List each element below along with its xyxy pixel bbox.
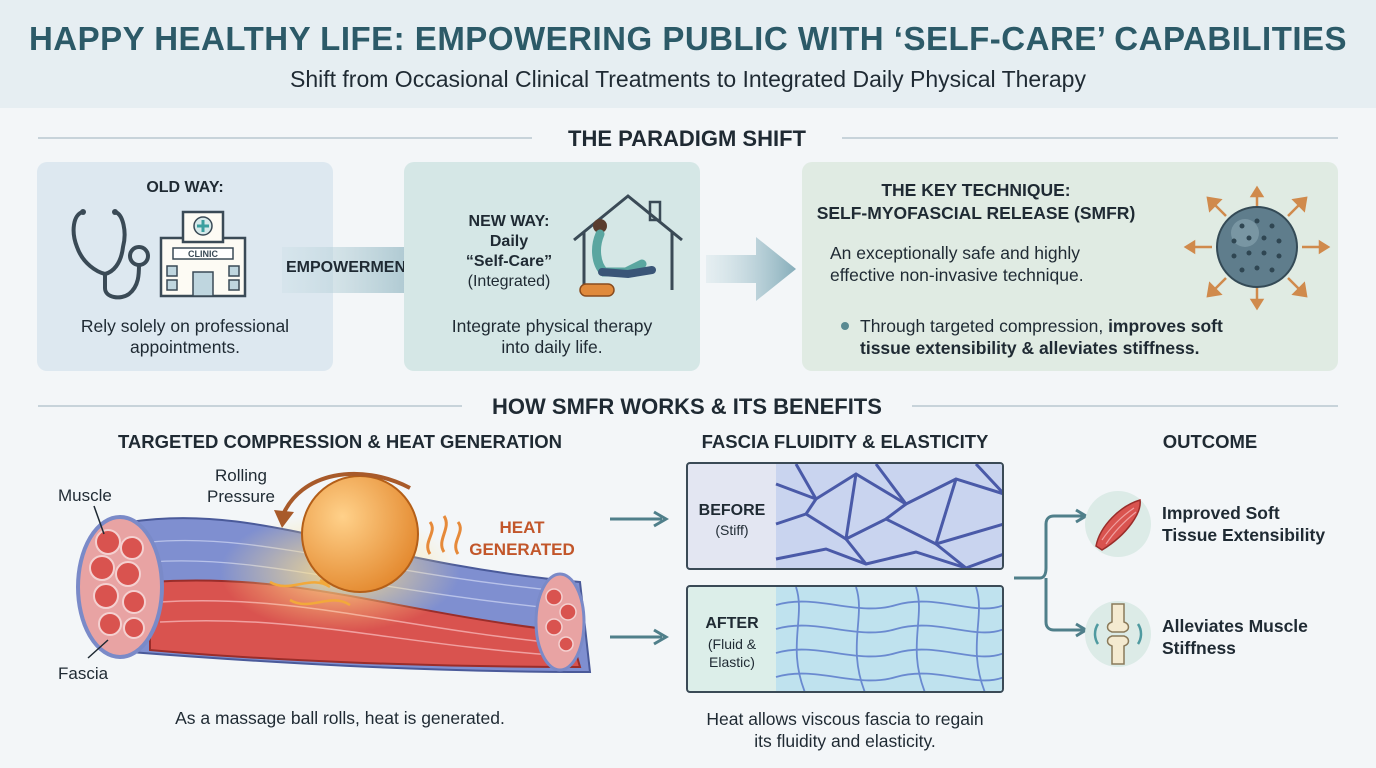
after-sublabel: (Fluid & Elastic) [688, 635, 776, 671]
key-technique-panel: THE KEY TECHNIQUE: SELF-MYOFASCIAL RELEA… [802, 162, 1338, 371]
fascia-before-panel: BEFORE (Stiff) [686, 462, 1004, 570]
key-technique-heading-line: SELF-MYOFASCIAL RELEASE (SMFR) [816, 203, 1136, 223]
fascia-caption-line: Heat allows viscous fascia to regain [706, 709, 984, 729]
fluid-fascia-network [775, 587, 1002, 691]
fascia-caption-line: its fluidity and elasticity. [754, 731, 936, 751]
new-way-caption-line: Integrate physical therapy [451, 316, 653, 336]
page-subtitle: Shift from Occasional Clinical Treatment… [290, 66, 1086, 92]
label-fascia: Fascia [58, 664, 109, 683]
label-rolling-line: Pressure [206, 487, 276, 506]
after-sublabel-line: (Fluid & [707, 636, 757, 652]
flow-arrow [706, 237, 796, 301]
label-rolling-pressure: Rolling Pressure [196, 465, 286, 507]
arrow-to-after [610, 628, 669, 646]
massage-ball-icon [1183, 185, 1331, 311]
divider-line [912, 405, 1338, 407]
label-rolling-line: Rolling [215, 466, 267, 485]
fascia-caption: Heat allows viscous fascia to regain its… [660, 708, 1030, 752]
outcome-item-1: Improved Soft Tissue Extensibility [1162, 502, 1325, 546]
arrow-to-before [610, 510, 669, 528]
bullet-bold-text: tissue extensibility & alleviates stiffn… [860, 338, 1200, 358]
label-heat-line: GENERATED [469, 540, 575, 559]
muscle-fiber-icon [1085, 491, 1151, 557]
fascia-heading: FASCIA FLUIDITY & ELASTICITY [701, 431, 989, 452]
label-heat-line: HEAT [499, 518, 545, 537]
new-way-heading-line: (Integrated) [467, 273, 551, 290]
new-way-caption: Integrate physical therapy into daily li… [404, 316, 700, 358]
bullet-icon [841, 322, 849, 330]
before-label: BEFORE [698, 502, 766, 519]
outcome-item-line: Tissue Extensibility [1162, 525, 1326, 545]
section-title-paradigm: THE PARADIGM SHIFT [568, 126, 806, 151]
page-title: HAPPY HEALTHY LIFE: EMPOWERING PUBLIC WI… [28, 20, 1348, 57]
key-technique-description: An exceptionally safe and highly effecti… [830, 242, 1084, 286]
key-technique-bullet: Through targeted compression, improves s… [860, 315, 1223, 359]
stiff-fascia-network [775, 464, 1002, 568]
bullet-bold-text: improves soft [1108, 316, 1223, 336]
empowerment-label: EMPOWERMENT [286, 259, 416, 276]
clinic-sign-text: CLINIC [188, 249, 218, 259]
key-technique-heading-line: THE KEY TECHNIQUE: [881, 180, 1071, 200]
muscle-illustration [76, 471, 592, 674]
label-heat-generated: HEAT GENERATED [462, 517, 582, 561]
clinic-building-icon: CLINIC [159, 210, 247, 298]
divider-line [38, 405, 462, 407]
compression-caption: As a massage ball rolls, heat is generat… [175, 708, 505, 728]
outcome-item-line: Improved Soft [1162, 503, 1280, 523]
key-technique-desc-line: effective non-invasive technique. [830, 265, 1084, 285]
compression-heading: TARGETED COMPRESSION & HEAT GENERATION [117, 431, 563, 452]
bullet-text: Through targeted compression, [860, 316, 1109, 336]
outcome-bracket [1014, 508, 1089, 638]
fascia-after-panel: AFTER (Fluid & Elastic) [686, 585, 1004, 693]
after-sublabel-line: Elastic) [709, 654, 755, 670]
old-way-caption: Rely solely on professional appointments… [37, 316, 333, 358]
home-exercise-icon [573, 194, 683, 297]
outcome-heading: OUTCOME [1162, 431, 1258, 452]
new-way-heading: NEW WAY: Daily “Self-Care” (Integrated) [444, 212, 574, 292]
divider-line [38, 137, 532, 139]
old-way-heading: OLD WAY: [146, 179, 224, 196]
stethoscope-icon [71, 209, 150, 300]
after-label: AFTER [705, 615, 759, 632]
outcome-item-2: Alleviates Muscle Stiffness [1162, 615, 1308, 659]
label-muscle: Muscle [58, 486, 112, 505]
new-way-heading-line: Daily [489, 233, 529, 250]
new-way-heading-line: NEW WAY: [468, 213, 550, 230]
new-way-panel: NEW WAY: Daily “Self-Care” (Integrated) … [404, 162, 700, 371]
new-way-heading-line: “Self-Care” [465, 253, 553, 270]
outcome-item-line: Stiffness [1162, 638, 1236, 658]
joint-icon [1085, 601, 1151, 667]
outcome-item-line: Alleviates Muscle [1162, 616, 1308, 636]
header-banner: HAPPY HEALTHY LIFE: EMPOWERING PUBLIC WI… [0, 0, 1376, 108]
old-way-caption-line: appointments. [130, 337, 240, 357]
section-title-how: HOW SMFR WORKS & ITS BENEFITS [492, 394, 882, 419]
key-technique-desc-line: An exceptionally safe and highly [830, 243, 1081, 263]
before-sublabel: (Stiff) [715, 522, 749, 538]
key-technique-heading: THE KEY TECHNIQUE: SELF-MYOFASCIAL RELEA… [802, 179, 1150, 225]
new-way-caption-line: into daily life. [501, 337, 603, 357]
old-way-caption-line: Rely solely on professional [80, 316, 290, 336]
divider-line [842, 137, 1338, 139]
